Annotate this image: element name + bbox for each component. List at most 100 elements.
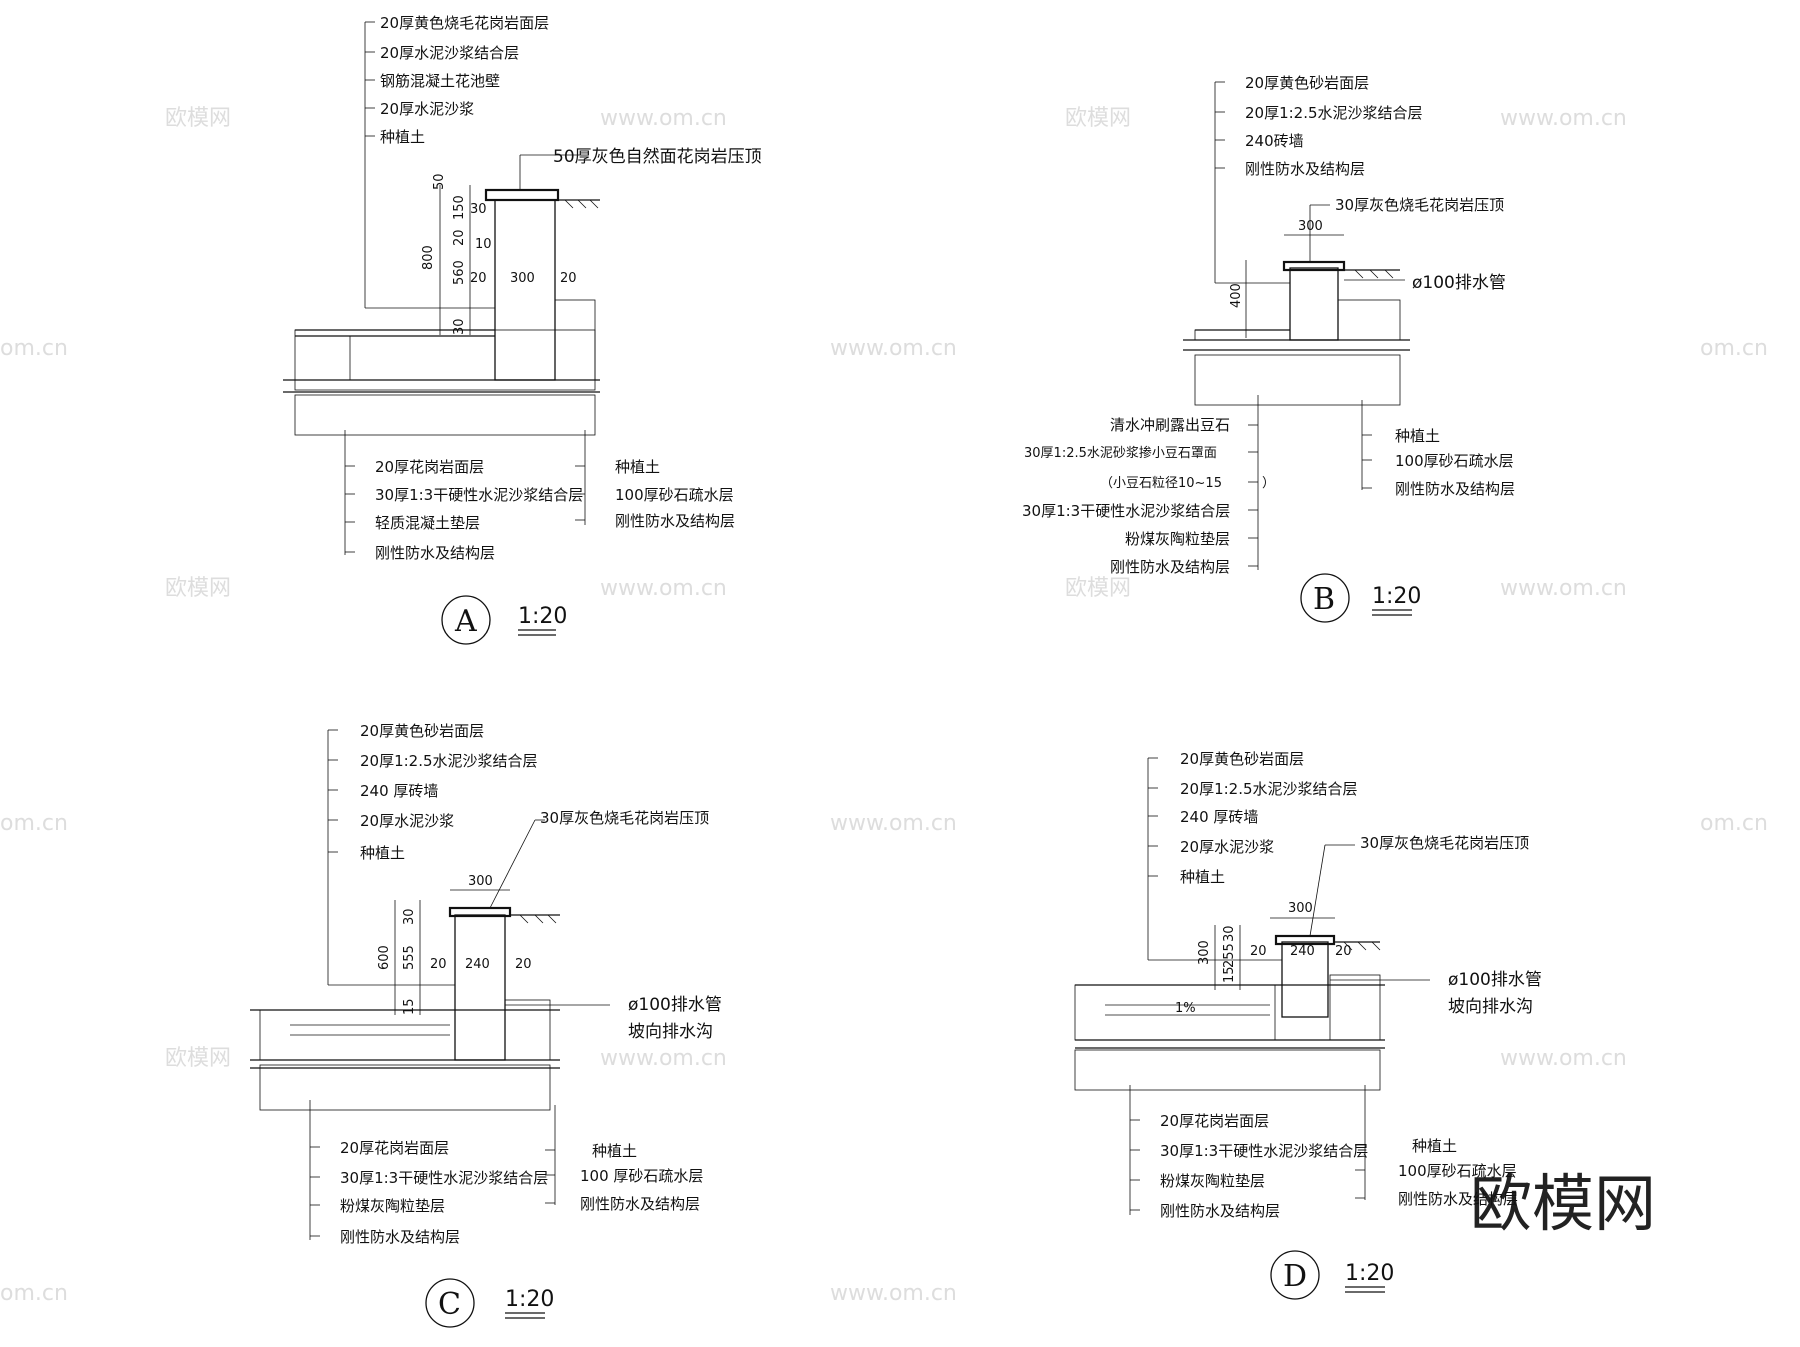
label-b-br-3: 刚性防水及结构层 bbox=[1395, 480, 1515, 498]
detail-c-scale: 1:20 bbox=[505, 1287, 554, 1312]
coping-stone bbox=[448, 906, 512, 918]
dim-d-3: 255 bbox=[1222, 943, 1237, 968]
label-c-br-3: 刚性防水及结构层 bbox=[580, 1195, 700, 1213]
label-c-top-3: 240 厚砖墙 bbox=[360, 782, 438, 800]
label-a-top-1: 20厚黄色烧毛花岗岩面层 bbox=[380, 14, 549, 32]
label-d-pipe-2: 坡向排水沟 bbox=[1448, 997, 1533, 1017]
dim-c-3: 600 bbox=[377, 945, 392, 970]
coping-stone bbox=[1274, 934, 1336, 946]
detail-d-letter: D bbox=[1283, 1259, 1307, 1294]
detail-a-scale: 1:20 bbox=[518, 604, 567, 629]
dim-a-1: 50 bbox=[432, 173, 447, 190]
label-b-top-1: 20厚黄色砂岩面层 bbox=[1245, 74, 1369, 92]
dim-d-4: 30 bbox=[1222, 925, 1237, 942]
detail-d: 1% 300 300 255 30 15 20 240 20 20厚黄色砂岩面层… bbox=[1074, 750, 1542, 1300]
watermark-brand: 欧模网 bbox=[165, 1046, 231, 1071]
label-d-bl-2: 30厚1:3干硬性水泥沙浆结合层 bbox=[1160, 1142, 1368, 1160]
watermark-site: www.om.cn bbox=[830, 811, 957, 836]
watermark-site: om.cn bbox=[1700, 811, 1768, 836]
dim-a-10: 20 bbox=[560, 271, 577, 286]
dim-d-8: 20 bbox=[1335, 944, 1352, 959]
watermark-brand: 欧模网 bbox=[1065, 576, 1131, 601]
dim-d-1: 300 bbox=[1288, 901, 1313, 916]
dim-a-6: 800 bbox=[421, 245, 436, 270]
watermark-site: www.om.cn bbox=[830, 1281, 957, 1306]
label-c-pipe-1: ø100排水管 bbox=[628, 995, 722, 1015]
dim-a-3: 30 bbox=[470, 202, 487, 217]
detail-b-letter: B bbox=[1313, 582, 1335, 617]
label-d-br-1: 种植土 bbox=[1412, 1137, 1457, 1155]
structure-layer bbox=[1074, 1049, 1381, 1091]
label-d-top-1: 20厚黄色砂岩面层 bbox=[1180, 750, 1304, 768]
label-a-bl-2: 30厚1:3干硬性水泥沙浆结合层 bbox=[375, 486, 583, 504]
watermark-site: www.om.cn bbox=[600, 1046, 727, 1071]
ceramsite-layer bbox=[1074, 984, 1276, 1041]
structure-layer bbox=[294, 394, 596, 436]
label-d-bl-1: 20厚花岗岩面层 bbox=[1160, 1112, 1269, 1130]
detail-d-marker bbox=[1270, 1250, 1320, 1300]
watermark-brand: 欧模网 bbox=[165, 106, 231, 131]
label-d-bl-4: 刚性防水及结构层 bbox=[1160, 1202, 1280, 1220]
label-a-bl-4: 刚性防水及结构层 bbox=[375, 544, 495, 562]
detail-a-letter: A bbox=[454, 604, 477, 639]
label-d-top-2: 20厚1:2.5水泥沙浆结合层 bbox=[1180, 780, 1358, 798]
label-b-bl-6: 粉煤灰陶粒垫层 bbox=[1125, 530, 1230, 548]
label-c-bl-2: 30厚1:3干硬性水泥沙浆结合层 bbox=[340, 1169, 548, 1187]
watermark-site: www.om.cn bbox=[600, 576, 727, 601]
watermarks: 欧模网 www.om.cn 欧模网 www.om.cn om.cn www.om… bbox=[0, 106, 1768, 1306]
label-c-top-4: 20厚水泥沙浆 bbox=[360, 812, 454, 830]
label-c-top-2: 20厚1:2.5水泥沙浆结合层 bbox=[360, 752, 538, 770]
dim-d-5: 15 bbox=[1222, 966, 1237, 983]
brick-wall bbox=[1281, 941, 1329, 1018]
watermark-brand: 欧模网 bbox=[165, 576, 231, 601]
detail-c-marker bbox=[425, 1278, 475, 1328]
watermark-site: www.om.cn bbox=[1500, 106, 1627, 131]
coping-stone bbox=[1282, 260, 1346, 272]
label-c-br-1: 种植土 bbox=[592, 1142, 637, 1160]
watermark-site: om.cn bbox=[0, 1281, 68, 1306]
watermark-brand: 欧模网 bbox=[1065, 106, 1131, 131]
label-a-bl-1: 20厚花岗岩面层 bbox=[375, 458, 484, 476]
label-d-top-3: 240 厚砖墙 bbox=[1180, 808, 1258, 826]
label-c-top-5: 种植土 bbox=[360, 844, 405, 862]
dim-d-7: 240 bbox=[1290, 944, 1315, 959]
watermark-site: om.cn bbox=[0, 811, 68, 836]
watermark-site: om.cn bbox=[0, 336, 68, 361]
label-a-coping: 50厚灰色自然面花岗岩压顶 bbox=[553, 147, 762, 167]
structure-layer bbox=[259, 1064, 551, 1111]
dim-a-8: 20 bbox=[470, 271, 487, 286]
label-d-br-3: 刚性防水及结构层 bbox=[1398, 1190, 1518, 1208]
label-c-bl-4: 刚性防水及结构层 bbox=[340, 1228, 460, 1246]
dim-b-2: 400 bbox=[1229, 283, 1244, 308]
detail-b: 300 400 20厚黄色砂岩面层 20厚1:2.5水泥沙浆结合层 240砖墙 … bbox=[1022, 74, 1515, 623]
detail-c: 300 30 600 555 20 240 20 15 20厚黄色砂岩面层 20… bbox=[250, 722, 722, 1328]
dim-d-6: 20 bbox=[1250, 944, 1267, 959]
label-b-br-2: 100厚砂石疏水层 bbox=[1395, 452, 1514, 470]
label-a-top-4: 20厚水泥沙浆 bbox=[380, 100, 474, 118]
label-b-pipe: ø100排水管 bbox=[1412, 273, 1506, 293]
label-b-coping: 30厚灰色烧毛花岗岩压顶 bbox=[1335, 196, 1504, 214]
dim-a-5: 10 bbox=[475, 237, 492, 252]
label-a-br-2: 100厚砂石疏水层 bbox=[615, 486, 734, 504]
detail-d-scale: 1:20 bbox=[1345, 1261, 1394, 1286]
detail-a: 50 150 30 20 10 800 560 20 300 20 30 20厚… bbox=[283, 14, 762, 645]
label-d-top-4: 20厚水泥沙浆 bbox=[1180, 838, 1274, 856]
label-b-bl-1: 清水冲刷露出豆石 bbox=[1110, 416, 1230, 434]
brick-wall bbox=[1289, 267, 1339, 341]
watermark-site: om.cn bbox=[1700, 336, 1768, 361]
dim-a-4: 20 bbox=[452, 229, 467, 246]
label-c-bl-3: 粉煤灰陶粒垫层 bbox=[340, 1197, 445, 1215]
lightweight-concrete-layer bbox=[294, 329, 596, 391]
label-c-bl-1: 20厚花岗岩面层 bbox=[340, 1139, 449, 1157]
dim-c-4: 555 bbox=[402, 945, 417, 970]
brand-logo-watermark: 欧模网 bbox=[1470, 1167, 1656, 1240]
detail-b-marker bbox=[1300, 573, 1350, 623]
label-d-pipe-1: ø100排水管 bbox=[1448, 970, 1542, 990]
label-a-top-5: 种植土 bbox=[380, 128, 425, 146]
label-b-top-2: 20厚1:2.5水泥沙浆结合层 bbox=[1245, 104, 1423, 122]
dim-b-1: 300 bbox=[1298, 219, 1323, 234]
label-a-bl-3: 轻质混凝土垫层 bbox=[375, 514, 480, 532]
dim-c-1: 300 bbox=[468, 874, 493, 889]
label-c-top-1: 20厚黄色砂岩面层 bbox=[360, 722, 484, 740]
label-c-coping: 30厚灰色烧毛花岗岩压顶 bbox=[540, 809, 709, 827]
